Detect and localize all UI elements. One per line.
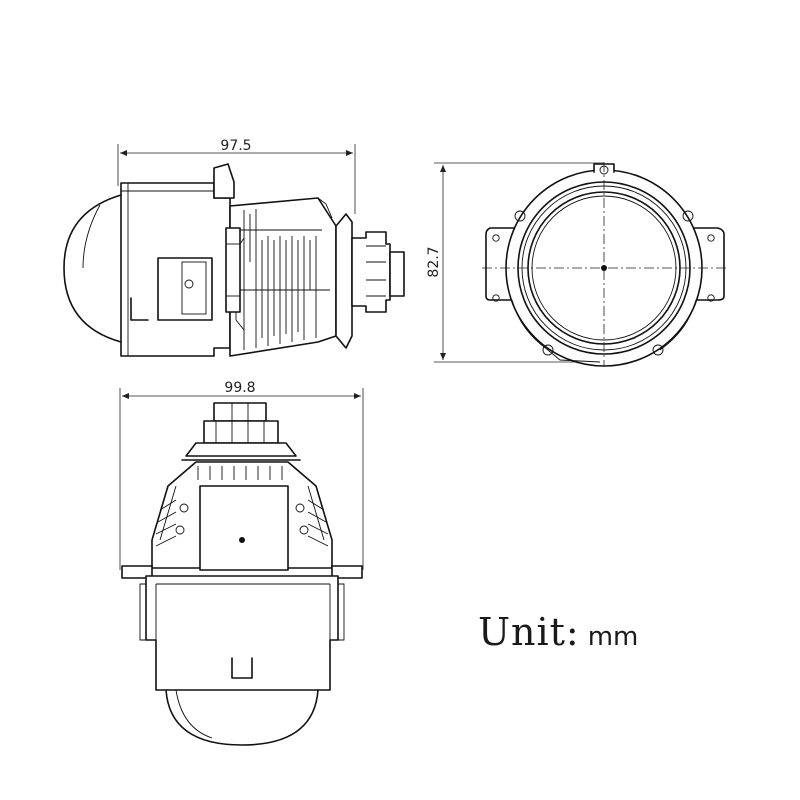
unit-label: Unit: — [478, 610, 580, 654]
dimension-label-side-length: 97.5 — [220, 138, 251, 154]
dimension-front-height: 82.7 — [426, 162, 604, 363]
dimension-side-length: 97.5 — [117, 138, 356, 214]
flange-bolt-holes — [514, 210, 694, 356]
dimension-top-width: 99.8 — [119, 380, 364, 570]
side-view: 97.5 — [63, 138, 405, 357]
top-connector — [181, 402, 301, 461]
center-point — [601, 265, 607, 271]
unit-caption: Unit:mm — [478, 610, 638, 654]
lens-dome — [63, 194, 122, 343]
dimension-label-front-height: 82.7 — [426, 246, 442, 277]
unit-value: mm — [587, 622, 639, 652]
front-view: 82.7 — [426, 162, 728, 367]
heatsink — [229, 197, 337, 357]
solenoid-block — [199, 485, 289, 571]
top-housing — [145, 575, 339, 691]
flange — [335, 213, 353, 349]
top-view: 99.8 — [119, 380, 364, 746]
dimension-label-top-width: 99.8 — [224, 380, 255, 396]
top-lens-dome — [165, 689, 319, 746]
side-connector — [351, 231, 391, 313]
